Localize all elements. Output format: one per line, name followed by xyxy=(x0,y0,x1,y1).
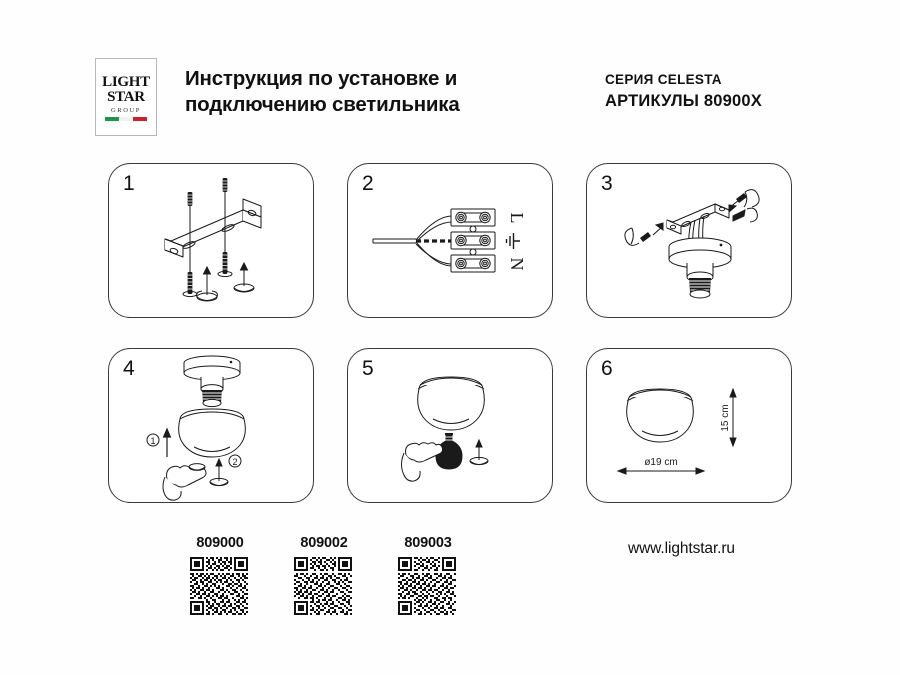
terminal-label-neutral: N xyxy=(507,258,527,271)
step-2-illustration: L N xyxy=(372,208,527,273)
diameter-dimension-label: ø19 cm xyxy=(644,457,677,468)
step-panel-3: 3 xyxy=(586,163,792,318)
logo-line-star: STAR xyxy=(107,89,145,105)
callout-2-label: 2 xyxy=(232,457,237,467)
product-codes-list: 809000 xyxy=(190,535,458,615)
step-number-2: 2 xyxy=(362,172,374,195)
step-5-illustration xyxy=(401,376,489,482)
series-info: СЕРИЯ CELESTA АРТИКУЛЫ 80900X xyxy=(605,70,835,112)
step-panel-1: 1 xyxy=(108,163,314,318)
terminal-label-live: L xyxy=(507,213,527,224)
product-code-label: 809003 xyxy=(404,535,452,551)
step-number-3: 3 xyxy=(601,172,613,195)
footer: 809000 xyxy=(0,535,900,635)
product-code-item: 809002 xyxy=(294,535,354,615)
product-code-item: 809000 xyxy=(190,535,250,615)
step-number-1: 1 xyxy=(123,172,135,195)
logo-line-group: GROUP xyxy=(110,107,142,114)
step-panel-6: 6 15 cm xyxy=(586,348,792,503)
callout-1-label: 1 xyxy=(150,436,155,446)
qr-code-809002 xyxy=(294,557,352,615)
page-title-line-1: Инструкция по установке и xyxy=(185,67,458,90)
qr-code-809003 xyxy=(398,557,456,615)
product-code-label: 809002 xyxy=(300,535,348,551)
page-title-line-2: подключению светильника xyxy=(185,93,460,116)
earth-ground-icon xyxy=(505,233,520,249)
qr-code-809000 xyxy=(190,557,248,615)
italian-flag-icon xyxy=(105,117,147,121)
brand-logo: LIGHT STAR GROUP xyxy=(95,58,157,136)
step-number-6: 6 xyxy=(601,357,613,380)
product-code-label: 809000 xyxy=(196,535,244,551)
series-label: СЕРИЯ CELESTA xyxy=(605,72,722,87)
step-1-illustration xyxy=(164,178,262,302)
step-panel-5: 5 xyxy=(347,348,553,503)
header: LIGHT STAR GROUP Инструкция по установке… xyxy=(95,58,815,140)
step-number-4: 4 xyxy=(123,357,135,380)
step-panel-4: 4 xyxy=(108,348,314,503)
step-panel-2: 2 xyxy=(347,163,553,318)
step-4-illustration: 1 2 xyxy=(146,355,246,501)
logo-line-light: LIGHT xyxy=(102,74,150,90)
page-title: Инструкция по установке и подключению св… xyxy=(185,66,585,118)
step-number-5: 5 xyxy=(362,357,374,380)
step-3-illustration xyxy=(624,189,760,299)
steps-grid: 1 xyxy=(108,163,792,518)
product-code-item: 809003 xyxy=(398,535,458,615)
height-dimension-label: 15 cm xyxy=(720,404,731,431)
articles-label: АРТИКУЛЫ 80900X xyxy=(605,92,762,110)
step-6-illustration: 15 cm ø19 cm xyxy=(616,387,737,475)
website-url: www.lightstar.ru xyxy=(628,540,735,557)
